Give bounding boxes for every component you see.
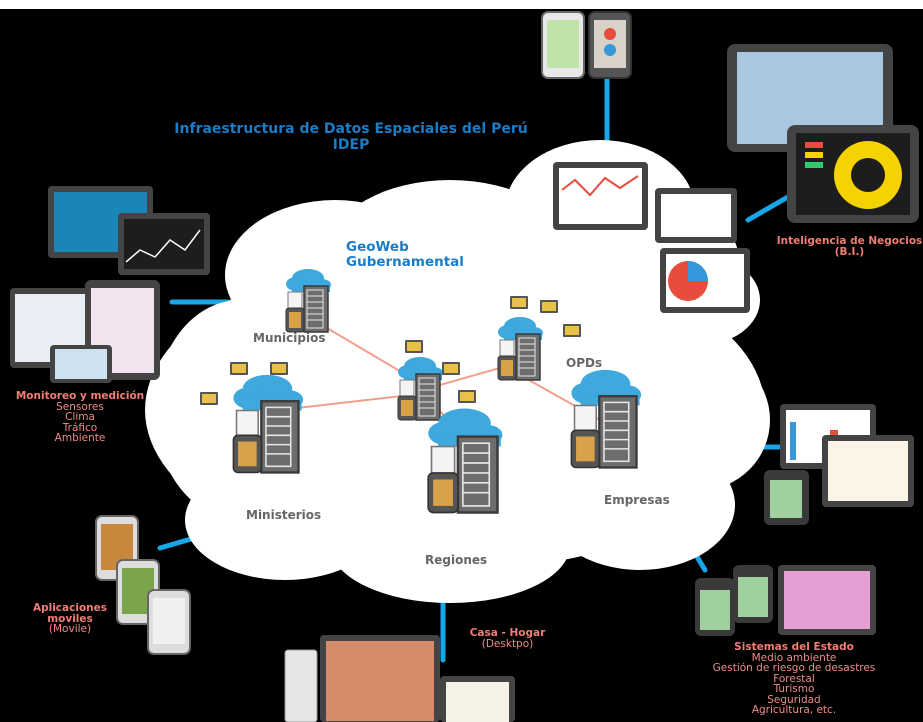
sistemas-item: Medio ambiente bbox=[751, 651, 837, 664]
monitoreo-label: Monitoreo y medición Sensores Clima Tráf… bbox=[10, 391, 150, 444]
bi-label: Inteligencia de Negocios (B.I.) bbox=[776, 236, 923, 257]
tablet-icon bbox=[727, 44, 919, 223]
connector-lines bbox=[157, 77, 803, 663]
page-title: Infraestructura de Datos Espaciales del … bbox=[140, 121, 562, 153]
monitoreo-item: Tráfico bbox=[62, 421, 98, 434]
node-label-empresas: Empresas bbox=[604, 493, 670, 507]
movil-label: Aplicaciones moviles (Movile) bbox=[20, 603, 120, 635]
chart-icon bbox=[553, 162, 750, 313]
tablet-icon bbox=[764, 404, 914, 525]
node-label-regiones: Regiones bbox=[425, 553, 488, 567]
node-label-opds: OPDs bbox=[566, 356, 603, 370]
sistemas-item: Forestal bbox=[773, 672, 815, 685]
smartphone-icon bbox=[95, 515, 191, 655]
geoweb-label: GeoWeb Gubernamental bbox=[346, 240, 464, 270]
smartphone-icon bbox=[541, 11, 632, 79]
desktop-computer-icon bbox=[284, 635, 515, 722]
geoweb-line-2: Gubernamental bbox=[346, 254, 464, 270]
sistemas-item: Seguridad bbox=[767, 693, 821, 706]
sistemas-item: Agricultura, etc. bbox=[751, 704, 837, 716]
monitoreo-item: Ambiente bbox=[54, 432, 106, 444]
geoweb-line-1: GeoWeb bbox=[346, 239, 409, 255]
sistemas-item: Turismo bbox=[773, 683, 815, 695]
movil-heading-1: Aplicaciones bbox=[32, 602, 108, 614]
monitoreo-item: Clima bbox=[65, 411, 95, 423]
sistemas-label: Sistemas del Estado Medio ambiente Gesti… bbox=[695, 642, 893, 716]
node-label-municipios: Municipios bbox=[253, 331, 326, 345]
bi-sub: (B.I.) bbox=[834, 245, 865, 258]
monitor-icon bbox=[10, 186, 210, 383]
bi-heading: Inteligencia de Negocios bbox=[776, 235, 923, 247]
title-line-2: IDEP bbox=[332, 137, 370, 153]
monitoreo-item: Sensores bbox=[56, 400, 104, 413]
movil-heading-2: moviles bbox=[47, 612, 93, 625]
title-line-1: Infraestructura de Datos Espaciales del … bbox=[174, 121, 528, 137]
casa-heading: Casa - Hogar bbox=[469, 627, 546, 639]
monitoreo-heading: Monitoreo y medición bbox=[15, 390, 145, 402]
casa-label: Casa - Hogar (Desktpo) bbox=[460, 628, 555, 649]
sistemas-heading: Sistemas del Estado bbox=[734, 641, 854, 653]
node-label-ministerios: Ministerios bbox=[246, 508, 322, 522]
database-icon bbox=[695, 565, 876, 636]
sistemas-item: Gestión de riesgo de desastres bbox=[712, 662, 876, 674]
casa-sub: (Desktpo) bbox=[481, 637, 534, 650]
movil-sub: (Movile) bbox=[48, 623, 92, 635]
